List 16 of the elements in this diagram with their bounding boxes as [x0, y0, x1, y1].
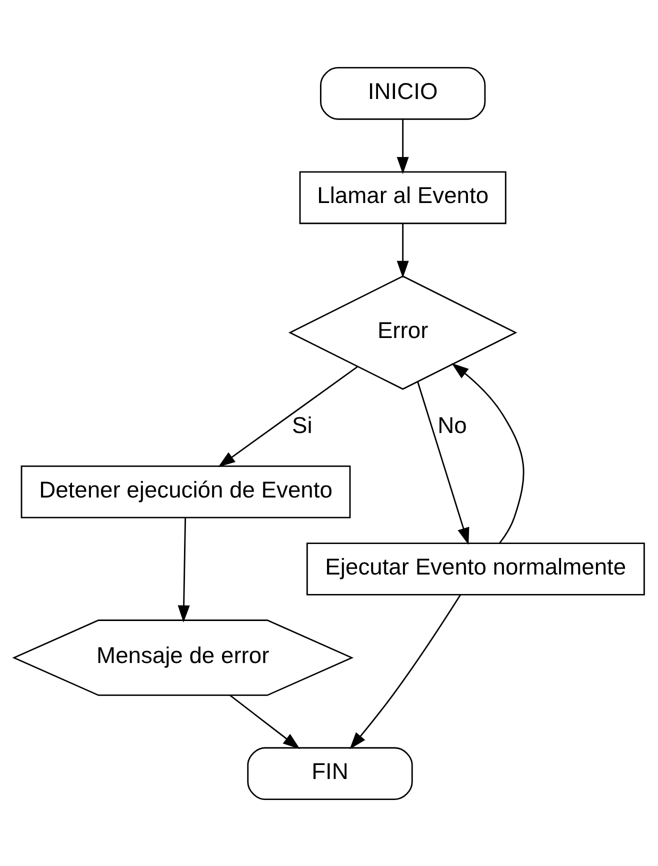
arrow: [396, 223, 409, 278]
edge-label: Si: [292, 412, 312, 438]
arrow: [350, 594, 462, 749]
arrow: [452, 362, 524, 543]
arrow: [396, 118, 409, 174]
arrow: [417, 381, 470, 544]
edge-label: No: [438, 412, 467, 438]
node-box: Detener ejecución de Evento: [20, 464, 351, 518]
arrow: [229, 694, 300, 749]
node-box: Llamar al Evento: [299, 170, 506, 224]
node-box: INICIO: [320, 66, 486, 120]
node-diamond: Error: [288, 274, 518, 390]
arrow: [218, 366, 358, 467]
arrow: [178, 518, 190, 622]
node-box: Ejecutar Evento normalmente: [306, 542, 645, 595]
node-box: FIN: [247, 746, 413, 800]
